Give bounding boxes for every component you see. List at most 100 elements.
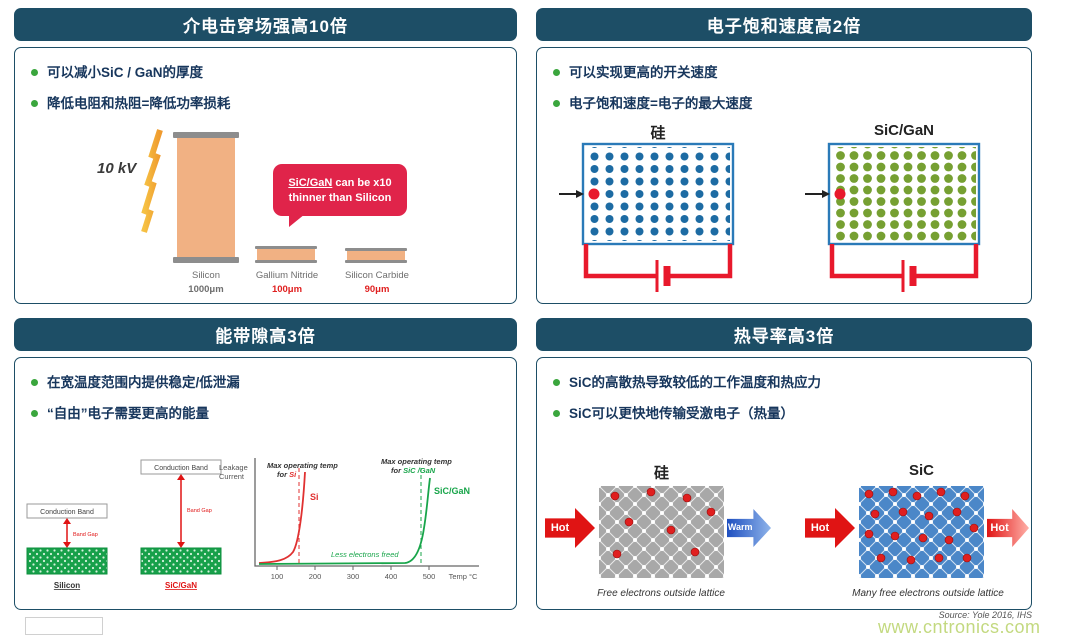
tick-marks [276,566,430,570]
panel-thermal: 热导率高3倍 SiC的高散热导致较低的工作温度和热应力 SiC可以更快地传输受激… [536,318,1032,610]
gan-bar-label: Gallium Nitride 100μm [247,270,327,296]
bullet-text: 降低电阻和热阻=降低功率损耗 [47,96,231,111]
si-lattice-caption: Free electrons outside lattice [597,588,725,599]
x-axis-label: Temp °C [449,572,478,581]
bar-thickness: 100μm [271,283,303,295]
si-material-label: 硅 [650,125,666,142]
electrode-cap [173,132,239,138]
bullet-marker-icon [553,69,560,76]
bullet-marker-icon [31,100,38,107]
bar-thickness: 1000μm [188,283,224,295]
sicgan-max-temp-annotation: Max operating temp for SiC /GaN [381,457,454,475]
panel-saturation-body: 可以实现更高的开关速度 电子饱和速度=电子的最大速度 硅 SiC/GaN [536,47,1032,304]
conduction-band-label: Conduction Band [40,509,94,516]
silicon-bar-fill [177,138,235,257]
gan-electron-grid [832,147,976,241]
electrode-cap [345,260,407,263]
bullet-text: 可以实现更高的开关速度 [569,65,718,80]
electron-arrow-icon [805,190,830,198]
si-material-label: 硅 [653,465,669,482]
hot-arrow-label: Hot [810,522,830,534]
bullet-text: “自由”电子需要更高的能量 [47,406,209,421]
electrode-cap [173,257,239,263]
bandgap-bullets: 在宽温度范围内提供稳定/低泄漏 “自由”电子需要更高的能量 [15,358,516,422]
silicon-bar [173,132,239,263]
bar-name: Gallium Nitride [255,270,319,281]
band-gap-label: Band Gap [187,508,212,514]
bullet-item: 可以实现更高的开关速度 [553,61,1017,81]
bullet-item: 电子饱和速度=电子的最大速度 [553,92,1017,112]
panel-saturation-header: 电子饱和速度高2倍 [536,8,1032,41]
bullet-marker-icon [31,379,38,386]
sic-lattice-caption: Many free electrons outside lattice [852,588,1004,599]
dielectric-bullets: 可以减小SiC / GaN的厚度 降低电阻和热阻=降低功率损耗 [15,48,516,112]
panel-saturation: 电子饱和速度高2倍 可以实现更高的开关速度 电子饱和速度=电子的最大速度 硅 S… [536,8,1032,304]
thermal-bullets: SiC的高散热导致较低的工作温度和热应力 SiC可以更快地传输受激电子（热量） [537,358,1031,422]
si-curve [258,471,306,564]
circuit-wires [829,244,979,292]
panel-bandgap: 能带隙高3倍 在宽温度范围内提供稳定/低泄漏 “自由”电子需要更高的能量 [14,318,517,610]
callout-highlight: SiC/GaN [288,176,333,189]
panel-dielectric: 介电击穿场强高10倍 可以减小SiC / GaN的厚度 降低电阻和热阻=降低功率… [14,8,517,304]
silicon-label: Silicon [54,581,80,590]
bullet-text: 在宽温度范围内提供稳定/低泄漏 [47,375,240,390]
free-electrons [864,487,979,565]
gan-saturation-diagram [805,142,981,292]
sic-lattice [859,486,984,578]
si-curve-label: Si [310,492,319,502]
bullet-item: 在宽温度范围内提供稳定/低泄漏 [31,371,502,391]
callout-line2: thinner than Silicon [288,191,392,204]
bullet-text: 可以减小SiC / GaN的厚度 [47,65,204,80]
bullet-item: SiC的高散热导致较低的工作温度和热应力 [553,371,1017,391]
panel-thermal-header: 热导率高3倍 [536,318,1032,351]
y-axis-label: Current [219,472,245,481]
hot-gradient-arrow: Hot [987,509,1029,547]
gan-bar [255,246,317,263]
electrode-cap [345,248,407,251]
x-tick: 500 [423,572,436,581]
si-electron-grid [586,147,730,241]
source-note: Source: Yole 2016, IHS [938,610,1032,620]
si-lattice [599,486,724,578]
panel-saturation-title: 电子饱和速度高2倍 [706,17,862,36]
warm-arrow-label: Warm [727,522,753,533]
panel-bandgap-header: 能带隙高3倍 [14,318,517,351]
si-saturation-diagram [559,142,735,292]
lattice-grid [859,486,984,578]
panel-thermal-body: SiC的高散热导致较低的工作温度和热应力 SiC可以更快地传输受激电子（热量） … [536,357,1032,610]
bullet-item: “自由”电子需要更高的能量 [31,402,502,422]
hot-arrow: Hot [805,508,855,548]
thinner-callout: SiC/GaN can be x10 thinner than Silicon [273,164,407,227]
x-tick: 100 [271,572,284,581]
watermark: www.cntronics.com [878,617,1041,637]
electron-dot [588,188,600,200]
si-max-temp-annotation: Max operating temp for Si [267,461,340,479]
y-axis-label: Leakage [219,463,248,472]
silicon-band-diagram: Conduction Band Band Gap Silicon [26,503,108,590]
bullet-item: SiC可以更快地传输受激电子（热量） [553,402,1017,422]
electrode-cap [255,246,317,249]
leakage-chart: Leakage Current 100 200 300 400 500 Temp… [219,457,479,581]
sic-material-label: SiC [908,462,934,479]
chart-axes [254,458,479,567]
sicgan-curve [258,477,431,565]
bullet-marker-icon [31,69,38,76]
sic-bar-fill [347,251,405,260]
hot-arrow-label: Hot [550,522,570,534]
valence-band-block [140,547,222,575]
sic-bar-label: Silicon Carbide 90μm [337,270,417,296]
x-tick-labels: 100 200 300 400 500 Temp °C [271,572,478,581]
bullet-text: SiC可以更快地传输受激电子（热量） [569,406,795,421]
hot-arrow: Hot [545,508,595,548]
band-diagrams: Conduction Band Band Gap Silicon Conduct… [26,459,222,590]
bullet-text: SiC的高散热导致较低的工作温度和热应力 [569,375,822,390]
gan-bar-fill [257,249,315,260]
sicgan-curve-label: SiC/GaN [434,486,470,496]
free-electrons [610,487,716,559]
bullet-marker-icon [553,410,560,417]
bar-name: Silicon Carbide [345,270,409,281]
gan-material-label: SiC/GaN [873,122,934,139]
electron-dot [834,188,846,200]
bullet-item: 降低电阻和热阻=降低功率损耗 [31,92,502,112]
